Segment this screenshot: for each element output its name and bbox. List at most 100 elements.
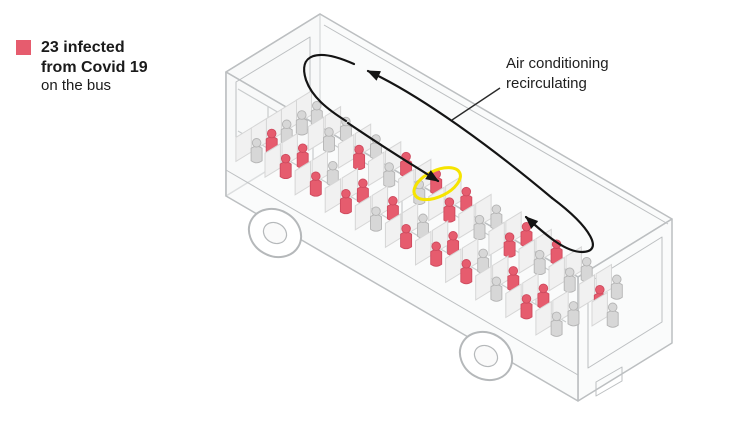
- airflow-arrows: [303, 53, 594, 254]
- figure-head: [612, 274, 622, 285]
- figure-head: [371, 206, 381, 216]
- seat-back: [384, 213, 402, 249]
- infected-passenger-figure: [264, 142, 292, 180]
- figure-torso: [250, 145, 263, 164]
- figure-head: [251, 138, 262, 148]
- annotation-group: Air conditioning recirculating: [451, 55, 609, 121]
- figure-head: [581, 256, 592, 267]
- figure-head: [384, 162, 394, 172]
- figure-head: [444, 197, 455, 207]
- airflow-arrow-middle: [346, 121, 440, 183]
- passengers-layer: [235, 90, 623, 337]
- figure-torso: [370, 214, 382, 232]
- figure-head: [311, 171, 321, 181]
- infected-passenger-figure: [384, 213, 413, 250]
- legend-title-line1: 23 infected: [41, 39, 125, 56]
- annotation-pointer-line: [451, 87, 501, 121]
- bus-roof-inner-edge: [323, 24, 669, 225]
- seat-back: [458, 203, 475, 240]
- seat-back: [294, 160, 311, 196]
- seat-back: [548, 256, 565, 292]
- seat-back: [307, 116, 325, 152]
- seat-back: [578, 274, 595, 310]
- legend-subtitle: on the bus: [41, 77, 112, 95]
- airflow-arrow-top: [366, 69, 554, 200]
- passenger-figure: [535, 300, 563, 337]
- figure-head: [418, 213, 428, 224]
- infected-passenger-figure: [445, 248, 473, 285]
- seat-back: [337, 133, 355, 169]
- figure-torso: [610, 282, 623, 300]
- figure-torso: [460, 266, 473, 285]
- figure-head: [461, 186, 472, 197]
- figure-head: [595, 284, 605, 295]
- passenger-figure: [368, 151, 396, 188]
- figure-head: [280, 153, 291, 164]
- figure-head: [478, 248, 488, 259]
- figure-torso: [606, 310, 619, 328]
- bus-floor-edge: [225, 169, 579, 376]
- figure-head: [388, 196, 398, 206]
- figure-torso: [400, 231, 413, 250]
- driver-figure: [591, 291, 619, 328]
- seat-back: [368, 151, 385, 187]
- seat-back: [264, 142, 281, 179]
- figure-head: [431, 241, 441, 252]
- wheels: [247, 207, 514, 382]
- seat-back: [475, 265, 492, 301]
- figure-torso: [567, 308, 580, 327]
- figure-head: [491, 204, 502, 214]
- figure-torso: [430, 249, 443, 267]
- figure-head: [341, 188, 351, 199]
- passenger-figure: [458, 203, 486, 241]
- figure-head: [297, 143, 308, 153]
- figure-torso: [443, 205, 456, 223]
- figure-head: [354, 144, 364, 155]
- passenger-figure: [595, 263, 623, 300]
- airflow-rear-curve: [303, 53, 356, 123]
- infected-passenger-figure: [294, 160, 322, 197]
- figure-head: [521, 221, 532, 232]
- front-wheel-hub: [473, 344, 499, 368]
- infected-passenger-figure: [415, 230, 443, 267]
- figure-torso: [520, 301, 533, 320]
- figure-head: [312, 100, 322, 111]
- figure-head: [491, 276, 502, 287]
- rear-wheel-hub: [262, 221, 288, 245]
- windshield: [587, 236, 663, 369]
- figure-head: [401, 223, 411, 234]
- seat-back: [235, 127, 252, 163]
- figure-torso: [503, 240, 516, 258]
- figure-head: [508, 266, 519, 276]
- passenger-figure: [354, 195, 382, 232]
- figure-head: [358, 178, 368, 189]
- infected-passenger-figure: [324, 178, 352, 215]
- figure-head: [564, 267, 575, 277]
- passenger-figure: [235, 127, 263, 164]
- airflow-arrow-front: [524, 196, 594, 254]
- seat-back: [354, 195, 372, 231]
- figure-head: [607, 302, 618, 313]
- seat-back: [415, 230, 432, 266]
- figure-head: [281, 119, 292, 130]
- seat-back: [488, 221, 505, 257]
- seat-back: [445, 248, 462, 284]
- legend-text: 23 infected from Covid 19 on the bus: [41, 38, 148, 95]
- figure-head: [521, 294, 532, 304]
- figure-torso: [339, 196, 352, 215]
- figure-torso: [563, 275, 576, 293]
- figure-head: [551, 311, 562, 322]
- figure-torso: [295, 118, 308, 136]
- legend: 23 infected from Covid 19 on the bus: [16, 38, 148, 95]
- figure-head: [448, 231, 458, 241]
- figure-torso: [323, 135, 335, 153]
- figure-torso: [550, 319, 563, 337]
- passenger-figure: [518, 238, 546, 276]
- figure-head: [474, 214, 485, 225]
- annotation-line2: recirculating: [506, 75, 587, 92]
- door-step: [595, 366, 623, 397]
- figure-torso: [383, 170, 396, 188]
- figure-head: [538, 283, 549, 294]
- figure-head: [534, 249, 545, 260]
